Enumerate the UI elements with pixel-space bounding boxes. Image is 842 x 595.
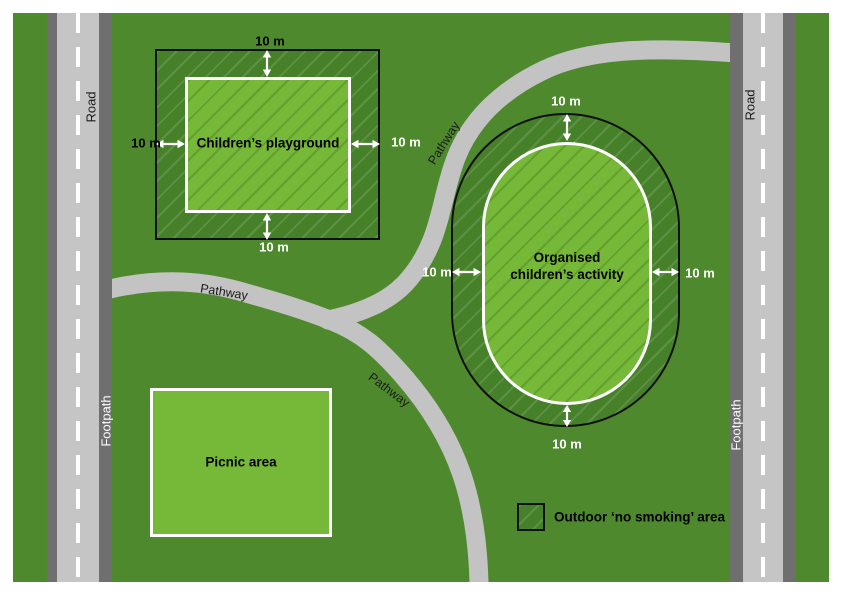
playground-top-distance: 10 m [255, 33, 285, 49]
picnic-area [150, 388, 332, 537]
pathways [107, 40, 746, 582]
playground-right-arrow-icon [351, 139, 380, 149]
legend-no-smoking-label: Outdoor ‘no smoking’ area [554, 509, 726, 525]
pathway-top-right [318, 40, 746, 330]
playground-left-distance: 10 m [131, 135, 161, 151]
activity-right-arrow-icon [652, 267, 679, 277]
activity-right-distance: 10 m [685, 265, 715, 281]
playground-bottom-arrow-icon [262, 213, 272, 240]
picnic-label: Picnic area [205, 454, 277, 470]
footpath-strip-left-outer [47, 13, 57, 582]
footpath-strip-right-inner [730, 13, 743, 582]
activity-area [482, 142, 652, 405]
pathway-left-to-bottom [107, 272, 489, 582]
road-centerline-right [761, 13, 765, 582]
park-field [13, 13, 829, 582]
playground-right-distance: 10 m [391, 134, 421, 150]
playground-label: Children’s playground [196, 135, 340, 151]
road-right-label: Road [742, 89, 758, 121]
activity-top-distance: 10 m [551, 93, 581, 109]
footpath-strip-left-inner [99, 13, 112, 582]
playground-area [185, 77, 351, 213]
activity-left-arrow-icon [452, 267, 481, 277]
footpath-right-label: Footpath [728, 399, 744, 451]
activity-bottom-arrow-icon [562, 405, 572, 427]
road-left-label: Road [83, 91, 99, 123]
activity-left-distance: 10 m [422, 264, 452, 280]
activity-top-arrow-icon [562, 114, 572, 141]
playground-left-arrow-icon [156, 139, 185, 149]
road-centerline-left [76, 13, 80, 582]
legend-no-smoking-swatch [517, 503, 545, 531]
activity-label-line1: Organised [533, 250, 601, 266]
activity-bottom-distance: 10 m [552, 436, 582, 452]
activity-label: Organised children’s activity [510, 250, 624, 284]
playground-bottom-distance: 10 m [259, 239, 289, 255]
activity-label-line2: children’s activity [510, 267, 624, 282]
playground-top-arrow-icon [262, 50, 272, 77]
footpath-strip-right-outer [783, 13, 796, 582]
footpath-left-label: Footpath [98, 395, 114, 447]
